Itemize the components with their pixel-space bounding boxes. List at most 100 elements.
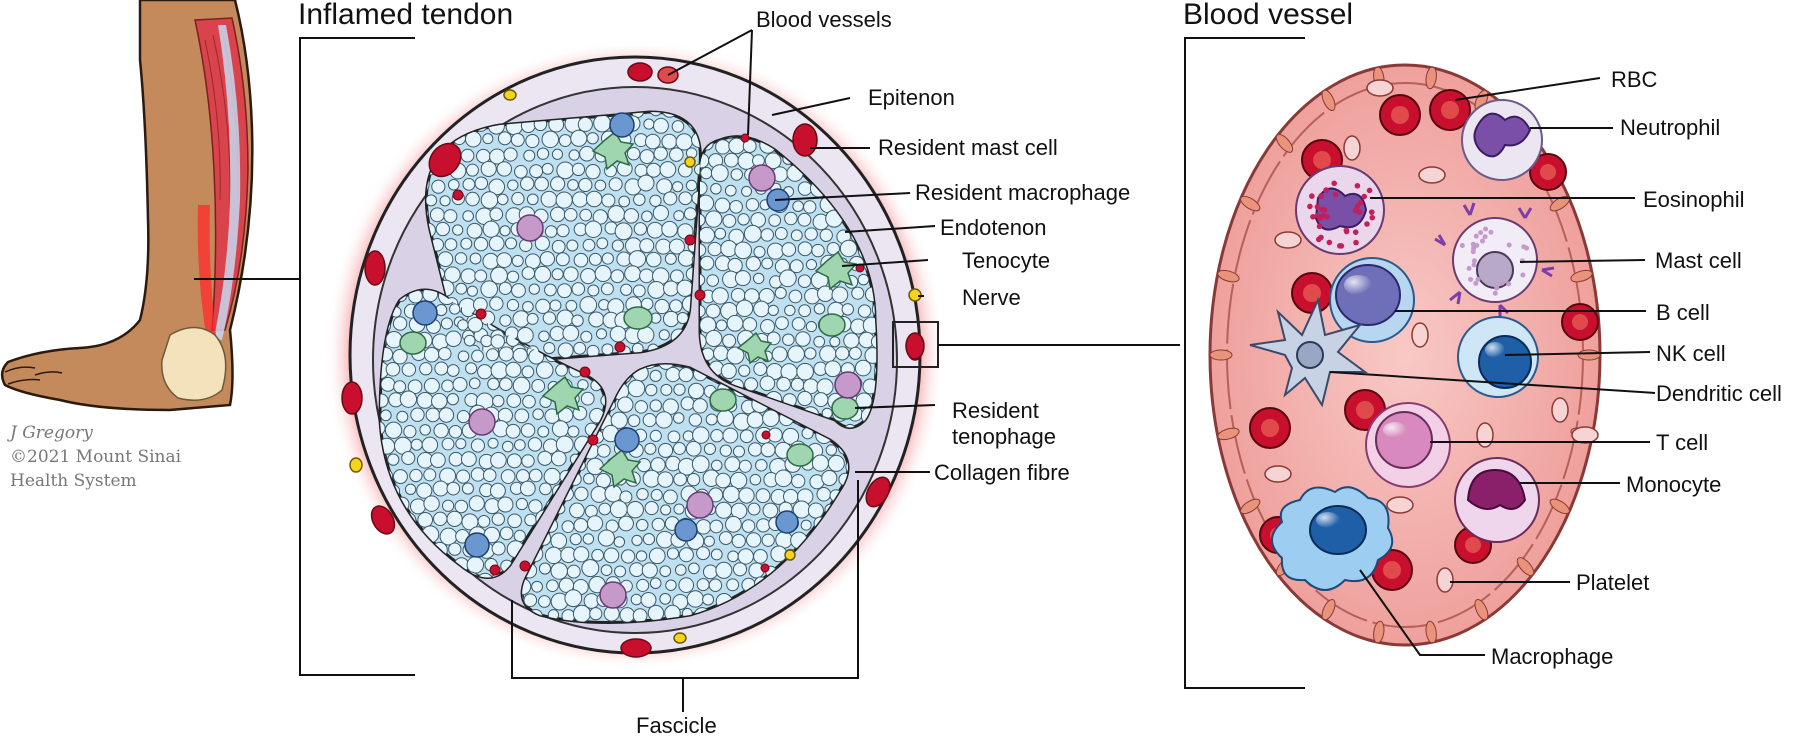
collagen-fibril	[489, 482, 506, 499]
label-nk-cell: NK cell	[1656, 341, 1726, 366]
collagen-fibril	[492, 394, 505, 408]
collagen-fibril	[521, 454, 535, 468]
collagen-fibres-top-left	[426, 112, 701, 360]
collagen-fibril	[727, 550, 739, 563]
collagen-fibril	[760, 442, 776, 458]
collagen-fibril	[573, 341, 587, 355]
collagen-fibril	[700, 166, 713, 180]
collagen-fibril	[669, 147, 684, 162]
eosinophil-granule	[1366, 187, 1373, 194]
mast-cell-granule	[1479, 238, 1485, 244]
collagen-fibril	[444, 266, 461, 283]
collagen-fibril	[542, 311, 557, 325]
toes	[4, 366, 63, 385]
collagen-fibril	[585, 190, 603, 208]
mast-cell-granule	[1492, 290, 1498, 296]
collagen-fibril	[710, 183, 722, 195]
collagen-fibril	[734, 241, 753, 260]
label-resident-tenophage-line2: tenophage	[952, 424, 1056, 449]
mast-cells	[468, 164, 862, 609]
collagen-fibril	[745, 256, 761, 272]
collagen-fibril	[658, 364, 675, 370]
collagen-fibril	[805, 320, 817, 333]
label-fascicle: Fascicle	[636, 713, 717, 736]
collagen-fibril	[543, 341, 556, 355]
collagen-fibril	[816, 487, 831, 502]
collagen-fibril	[767, 304, 779, 317]
label-monocyte: Monocyte	[1626, 472, 1721, 497]
collagen-fibril	[446, 393, 460, 406]
collagen-fibril	[722, 333, 737, 348]
collagen-fibril	[651, 517, 666, 532]
collagen-fibril	[409, 468, 423, 483]
tendon-strip	[214, 25, 241, 340]
collagen-fibril	[705, 210, 723, 228]
mast-cell-4	[686, 491, 714, 519]
eosinophil-granule	[1318, 234, 1324, 241]
macrophage-cells	[412, 112, 799, 558]
collagen-fibril	[857, 273, 870, 286]
collagen-fibril	[463, 334, 476, 347]
collagen-fibril	[380, 545, 384, 557]
collagen-fibril	[716, 409, 734, 427]
collagen-fibril	[676, 279, 694, 297]
collagen-fibril	[574, 486, 589, 502]
collagen-fibril	[568, 149, 580, 161]
collagen-fibril	[460, 237, 473, 250]
collagen-fibril	[446, 481, 461, 496]
collagen-fibril	[653, 146, 668, 161]
eosinophil-granule	[1331, 180, 1337, 187]
collagen-fibril	[506, 393, 522, 408]
collagen-fibril	[506, 270, 520, 283]
collagen-fibril	[857, 136, 873, 137]
collagen-fibril	[845, 458, 848, 475]
collagen-fibril	[425, 407, 441, 423]
collagen-fibril	[466, 556, 485, 574]
collagen-fibril	[841, 303, 854, 316]
collagen-fibril	[535, 298, 551, 314]
collagen-fibril	[629, 562, 645, 578]
collagen-fibril	[426, 175, 430, 194]
label-platelet: Platelet	[1576, 570, 1649, 595]
collagen-fibril	[648, 547, 666, 565]
collagen-fibril	[798, 304, 812, 318]
label-dendritic-cell: Dendritic cell	[1656, 381, 1782, 406]
collagen-fibril	[636, 487, 649, 501]
collagen-fibril	[611, 239, 625, 252]
collagen-fibril	[473, 236, 489, 252]
collagen-fibril	[737, 213, 750, 226]
collagen-fibril	[614, 222, 633, 241]
collagen-fibril	[756, 518, 771, 533]
collagen-fibril	[647, 604, 665, 622]
collagen-fibril	[514, 164, 528, 179]
collagen-fibril	[640, 591, 657, 608]
collagen-fibril	[380, 571, 388, 578]
collagen-fibril	[646, 221, 664, 239]
collagen-fibril	[573, 518, 589, 533]
collagen-fibril	[423, 346, 440, 363]
collagen-fibril	[541, 162, 554, 175]
collagen-fibril	[655, 238, 672, 255]
collagen-fibril	[510, 132, 525, 147]
collagen-fibril	[666, 547, 680, 560]
collagen-fibril	[851, 286, 865, 300]
collagen-fibril	[546, 579, 559, 593]
collagen-fibril	[673, 383, 686, 396]
collagen-fibril	[618, 195, 631, 208]
collagen-fibril	[487, 377, 500, 391]
collagen-fibril	[782, 427, 800, 445]
eosinophil-granule	[1354, 182, 1361, 189]
collagen-fibril	[649, 194, 662, 207]
collagen-fibril	[480, 160, 497, 177]
collagen-fibril	[673, 210, 685, 222]
credit-org: Health System	[10, 471, 137, 491]
collagen-fibril	[517, 326, 534, 344]
eosinophil-granule	[1369, 214, 1376, 221]
collagen-fibril	[457, 319, 469, 331]
collagen-fibril	[564, 589, 583, 608]
collagen-fibril	[441, 437, 455, 451]
collagen-fibril	[797, 274, 812, 288]
collagen-fibril	[462, 210, 474, 222]
eosinophil-granule	[1326, 239, 1333, 246]
eosinophil	[1295, 165, 1385, 255]
